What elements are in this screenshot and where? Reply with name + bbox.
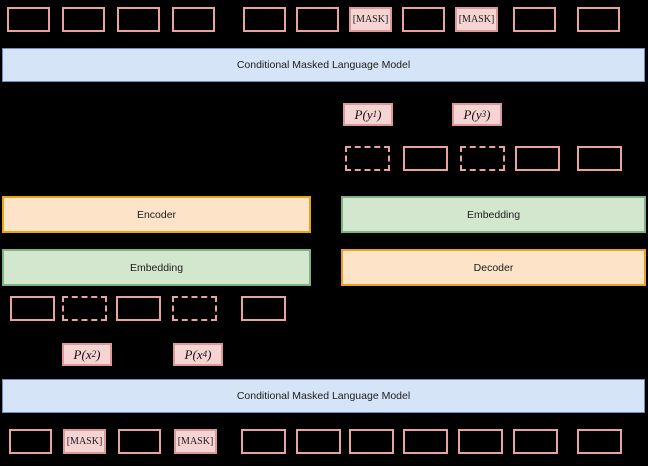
bottom-target-token-7[interactable] (577, 429, 622, 454)
bottom-target-token-5[interactable] (458, 429, 503, 454)
decoder-bar[interactable]: Decoder (341, 249, 646, 286)
probability-x2-fn: P(x (73, 347, 92, 362)
mid-left-token-1[interactable] (10, 296, 55, 321)
probability-y1-fn: P(y (354, 107, 373, 122)
bottom-source-token-1[interactable] (9, 429, 52, 454)
top-target-token-2[interactable] (296, 7, 339, 32)
embedding-bar-left[interactable]: Embedding (2, 249, 311, 286)
cmlm-bar-bottom[interactable]: Conditional Masked Language Model (2, 379, 645, 413)
embedding-bar-right[interactable]: Embedding (341, 196, 646, 233)
probability-y3-subscript: 3 (481, 109, 487, 119)
probability-y1-close: ) (377, 107, 382, 122)
probability-y3-close: ) (486, 107, 491, 122)
top-source-token-4[interactable] (172, 7, 215, 32)
probability-x2-subscript: 2 (91, 349, 97, 359)
mid-right-token-4[interactable] (515, 146, 560, 171)
top-source-token-2[interactable] (62, 7, 105, 32)
bottom-source-token-4-mask[interactable]: [MASK] (174, 429, 217, 454)
probability-y1-subscript: 1 (372, 109, 378, 119)
top-target-token-1[interactable] (243, 7, 286, 32)
top-source-token-1[interactable] (7, 7, 50, 32)
probability-x2-close: ) (96, 347, 101, 362)
probability-y3-fn: P(y (463, 107, 482, 122)
top-target-token-3-mask[interactable]: [MASK] (349, 7, 392, 32)
top-target-token-7[interactable] (577, 7, 620, 32)
mid-right-token-3-predicted[interactable] (460, 146, 505, 171)
top-target-token-4[interactable] (402, 7, 445, 32)
top-target-token-6[interactable] (513, 7, 556, 32)
cmlm-bar-top[interactable]: Conditional Masked Language Model (2, 48, 645, 82)
mid-right-token-2[interactable] (403, 146, 448, 171)
mid-right-token-5[interactable] (577, 146, 622, 171)
bottom-target-token-1[interactable] (241, 429, 286, 454)
probability-x4-fn: P(x (184, 347, 203, 362)
probability-x4-close: ) (207, 347, 212, 362)
top-source-token-3[interactable] (117, 7, 160, 32)
bottom-target-token-4[interactable] (403, 429, 448, 454)
bottom-source-token-2-mask[interactable]: [MASK] (63, 429, 106, 454)
probability-x4-subscript: 4 (202, 349, 208, 359)
bottom-target-token-6[interactable] (513, 429, 558, 454)
mid-left-token-2-predicted[interactable] (62, 296, 107, 321)
mid-left-token-4-predicted[interactable] (172, 296, 217, 321)
top-target-token-5-mask[interactable]: [MASK] (455, 7, 498, 32)
encoder-bar[interactable]: Encoder (2, 196, 311, 233)
bottom-target-token-2[interactable] (296, 429, 341, 454)
bottom-source-token-3[interactable] (118, 429, 161, 454)
mid-right-token-1-predicted[interactable] (345, 146, 390, 171)
mid-left-token-5[interactable] (241, 296, 286, 321)
bottom-target-token-3[interactable] (349, 429, 394, 454)
mid-left-token-3[interactable] (116, 296, 161, 321)
